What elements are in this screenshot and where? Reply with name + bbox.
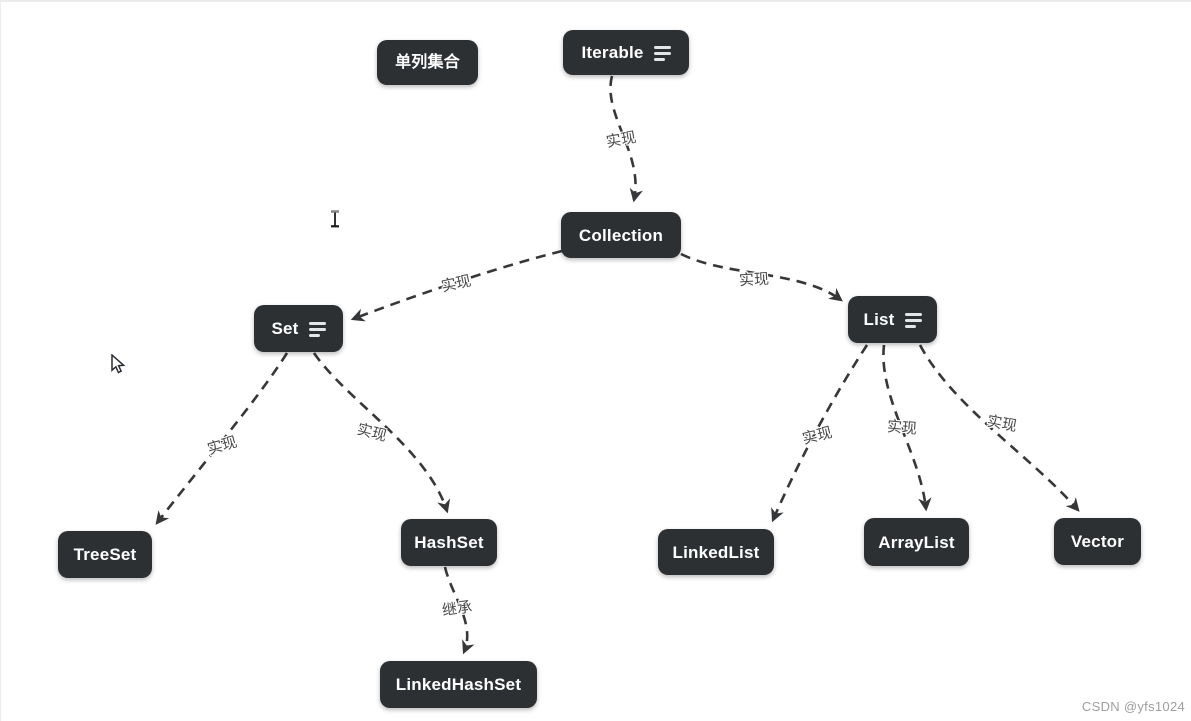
node-label: ArrayList: [878, 532, 955, 552]
notes-icon[interactable]: [308, 321, 326, 337]
mouse-arrow-cursor-icon: [110, 353, 127, 381]
node-label: HashSet: [414, 533, 484, 552]
node-vector[interactable]: Vector: [1054, 518, 1141, 565]
watermark: CSDN @yfs1024: [1081, 699, 1185, 714]
node-label: LinkedList: [672, 542, 760, 562]
ibeam-cursor-icon: [329, 210, 341, 233]
node-treeset[interactable]: TreeSet: [58, 531, 152, 578]
node-label: 单列集合: [395, 53, 460, 71]
node-iterable[interactable]: Iterable: [563, 30, 689, 75]
edge-label-shixian: 实现: [985, 412, 1019, 436]
edge-label-shixian: 实现: [738, 270, 770, 290]
edge-label-jicheng: 继承: [441, 598, 474, 620]
node-arraylist[interactable]: ArrayList: [864, 518, 969, 566]
node-label: Collection: [578, 225, 664, 245]
node-hashset[interactable]: HashSet: [401, 519, 497, 566]
node-label: List: [863, 310, 895, 329]
notes-icon[interactable]: [653, 45, 671, 61]
node-label: Vector: [1070, 532, 1125, 551]
edge-label-shixian: 实现: [800, 424, 834, 448]
edge-label-shixian: 实现: [205, 433, 240, 459]
node-list[interactable]: List: [848, 296, 937, 343]
edge-label-shixian: 实现: [355, 420, 389, 446]
node-linkedhashset[interactable]: LinkedHashSet: [380, 661, 537, 708]
edge-label-shixian: 实现: [886, 418, 918, 438]
node-label: Set: [271, 319, 299, 338]
edge-label-shixian: 实现: [439, 272, 473, 296]
node-collection[interactable]: Collection: [561, 212, 681, 258]
edge-label-shixian: 实现: [604, 129, 638, 151]
node-danlie-jihe[interactable]: 单列集合: [377, 40, 478, 85]
node-label: LinkedHashSet: [395, 675, 522, 694]
notes-icon[interactable]: [904, 312, 922, 328]
node-label: Iterable: [581, 43, 644, 62]
node-set[interactable]: Set: [254, 305, 343, 352]
node-linkedlist[interactable]: LinkedList: [658, 529, 774, 575]
node-label: TreeSet: [73, 545, 137, 564]
